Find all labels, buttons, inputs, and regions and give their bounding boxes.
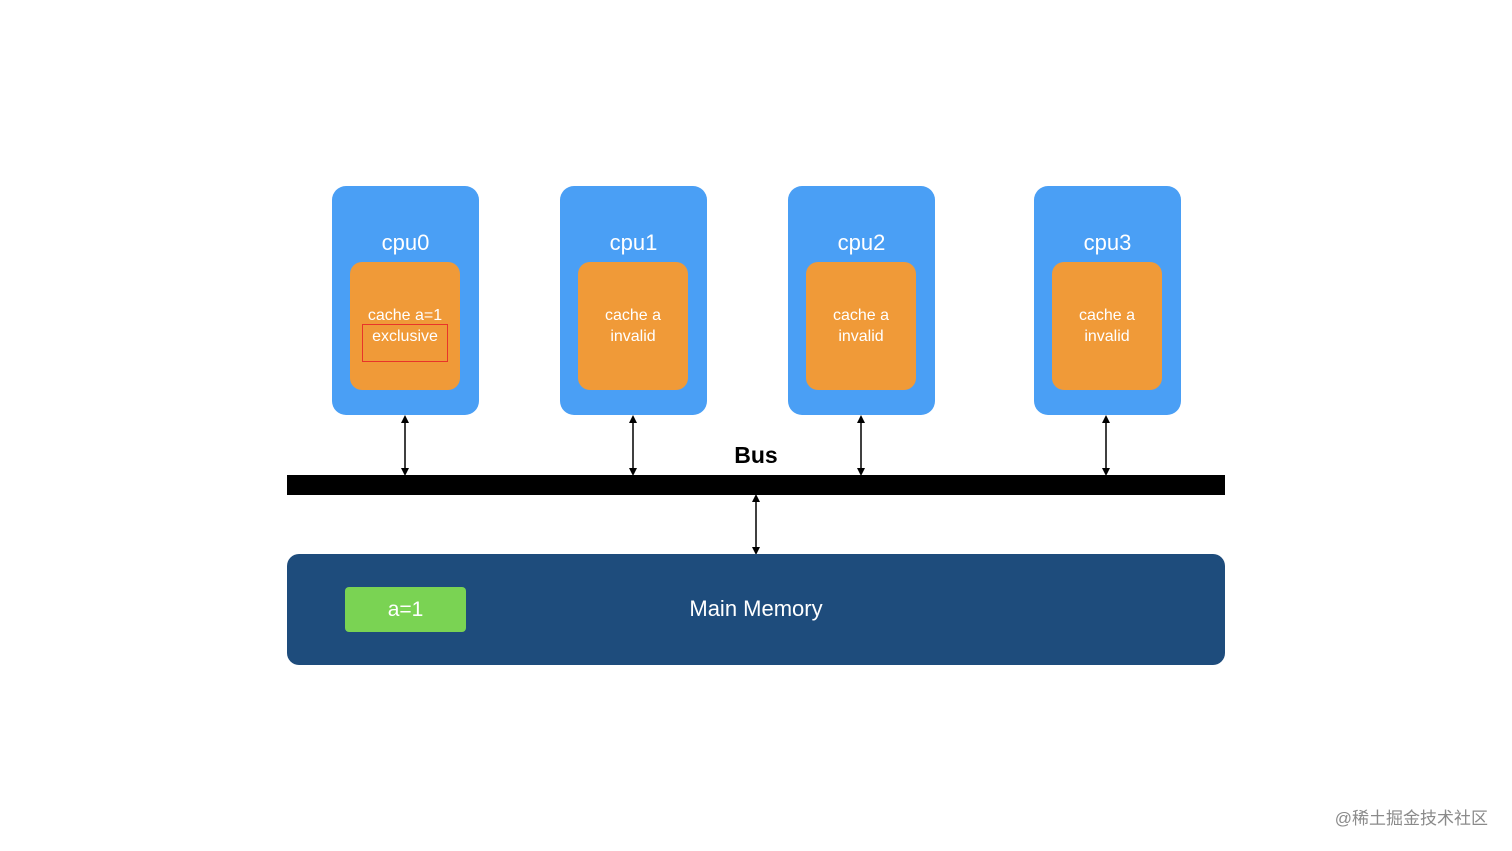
watermark: @稀土掘金技术社区: [1334, 809, 1488, 828]
cache-box: cache a invalid: [578, 262, 688, 390]
memory-title: Main Memory: [689, 596, 823, 621]
cache-box: cache a invalid: [806, 262, 916, 390]
main-memory-box: a=1 Main Memory: [287, 554, 1225, 665]
cache-value-label: cache a: [1078, 307, 1136, 324]
cpu3-box: cpu3 cache a invalid: [1034, 186, 1181, 415]
cache-state-label: invalid: [838, 328, 884, 345]
cpu2-box: cpu2 cache a invalid: [788, 186, 935, 415]
memory-value-badge: a=1: [345, 587, 466, 632]
exclusive-highlight-box: [362, 324, 448, 362]
cpu-title: cpu2: [837, 230, 886, 255]
cache-value-label: cache a=1: [367, 307, 443, 324]
cache-state-label: invalid: [1084, 328, 1130, 345]
cpu-title: cpu0: [381, 230, 430, 255]
cpu0-box: cpu0 cache a=1 exclusive: [332, 186, 479, 415]
bus-bar: [287, 475, 1225, 495]
bus-label: Bus: [734, 442, 778, 468]
cache-state-label: invalid: [610, 328, 656, 345]
cache-state-label: exclusive: [372, 328, 438, 345]
cache-value-label: cache a: [832, 307, 890, 324]
cache-box: cache a=1 exclusive: [350, 262, 460, 390]
cache-box: cache a invalid: [1052, 262, 1162, 390]
cpu-title: cpu3: [1083, 230, 1132, 255]
cpu1-box: cpu1 cache a invalid: [560, 186, 707, 415]
cpu-title: cpu1: [609, 230, 658, 255]
cache-value-label: cache a: [604, 307, 662, 324]
